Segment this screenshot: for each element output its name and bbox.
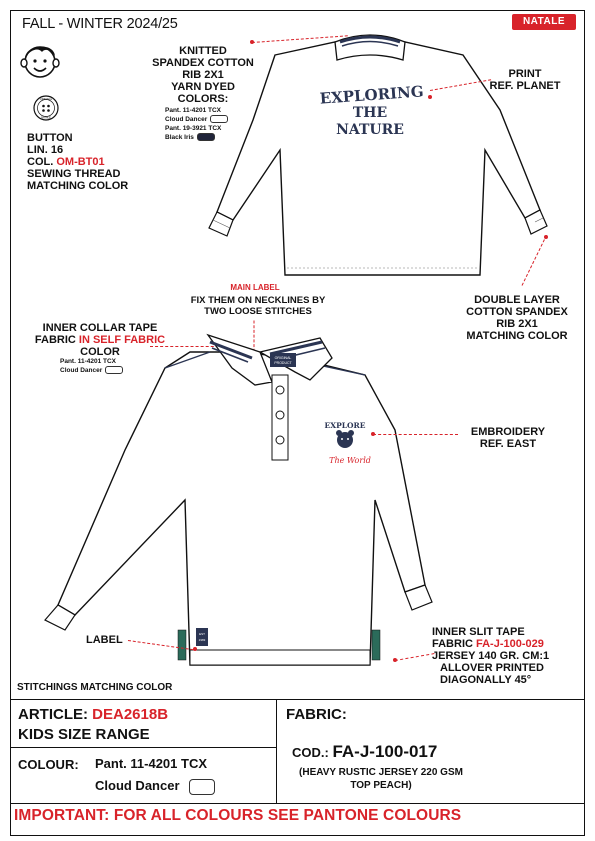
colour-label: COLOUR:: [18, 757, 79, 772]
collar-tape-spec: INNER COLLAR TAPE FABRIC IN SELF FABRIC …: [34, 322, 166, 358]
side-label-text-1: EST: [199, 632, 205, 636]
season-title: FALL - WINTER 2024/25: [22, 16, 178, 32]
colour-code: Pant. 11-4201 TCX: [95, 756, 207, 771]
embroidery-spec: EMBROIDERY REF. EAST: [470, 426, 546, 450]
important-banner: IMPORTANT: FOR ALL COLOURS SEE PANTONE C…: [14, 807, 462, 824]
info-grid: [10, 699, 585, 804]
side-label-text-2: 1983: [199, 638, 206, 642]
rib-colors: Pant. 11-4201 TCX Cloud Dancer Pant. 19-…: [165, 106, 229, 142]
embroidery-script-text: The World: [329, 456, 371, 465]
cuff-spec: DOUBLE LAYER COTTON SPANDEX RIB 2X1 MATC…: [466, 294, 568, 342]
fabric-code: FA-J-100-017: [332, 742, 438, 761]
brand-badge: NATALE: [512, 14, 576, 30]
print-spec: PRINT REF. PLANET: [489, 68, 561, 92]
main-label-title: MAIN LABEL: [230, 283, 280, 292]
print-line-3: NATURE: [336, 122, 404, 138]
button-spec: BUTTON LIN. 16 COL. OM-BT01 SEWING THREA…: [27, 132, 129, 192]
colour-swatch: [189, 778, 216, 795]
neck-label-text-2: PRODUCT: [274, 361, 292, 365]
size-range: KIDS SIZE RANGE: [18, 726, 150, 743]
article-code: DEA2618B: [92, 706, 169, 723]
cloud-dancer-swatch: [210, 115, 229, 124]
label-callout: LABEL: [86, 634, 123, 646]
neck-label-text-1: ORIGINAL: [275, 356, 292, 360]
article-line: ARTICLE: DEA2618B: [18, 706, 169, 723]
fabric-code-line: COD.: FA-J-100-017: [292, 742, 438, 761]
kid-face-icon: [20, 46, 60, 78]
collar-tape-colors: Pant. 11-4201 TCX Cloud Dancer: [60, 357, 124, 375]
button-col-code: OM-BT01: [56, 156, 105, 168]
collar-fabric-red: IN SELF FABRIC: [78, 334, 166, 346]
main-label-note: FIX THEM ON NECKLINES BY TWO LOOSE STITC…: [190, 295, 326, 317]
fabric-label: FABRIC:: [286, 706, 347, 723]
collar-cloud-dancer-swatch: [105, 366, 124, 375]
button-icon: ORIGINAL NATALE: [33, 95, 59, 121]
slit-tape-spec: INNER SLIT TAPE FABRIC FA-J-100-029 JERS…: [432, 626, 550, 686]
fabric-desc: (HEAVY RUSTIC JERSEY 220 GSM TOP PEACH): [299, 767, 463, 791]
button-text-bottom: NATALE: [41, 115, 51, 119]
slit-fabric-red: FA-J-100-029: [476, 638, 544, 650]
colour-name-row: Cloud Dancer: [95, 778, 216, 795]
print-line-2: THE: [353, 105, 387, 121]
front-shirt-drawing: ORIGINAL PRODUCT EXPLORE The World EST 1…: [44, 333, 433, 666]
stitchings-note: STITCHINGS MATCHING COLOR: [17, 682, 173, 693]
button-text-top: ORIGINAL: [40, 97, 53, 101]
back-shirt-drawing: EXPLORING THE NATURE: [208, 34, 548, 276]
tech-sheet: [10, 10, 585, 836]
collar-rib-spec: KNITTED SPANDEX COTTON RIB 2X1 YARN DYED…: [152, 45, 254, 105]
black-iris-swatch: [196, 133, 215, 142]
embroidery-top-text: EXPLORE: [325, 421, 366, 430]
